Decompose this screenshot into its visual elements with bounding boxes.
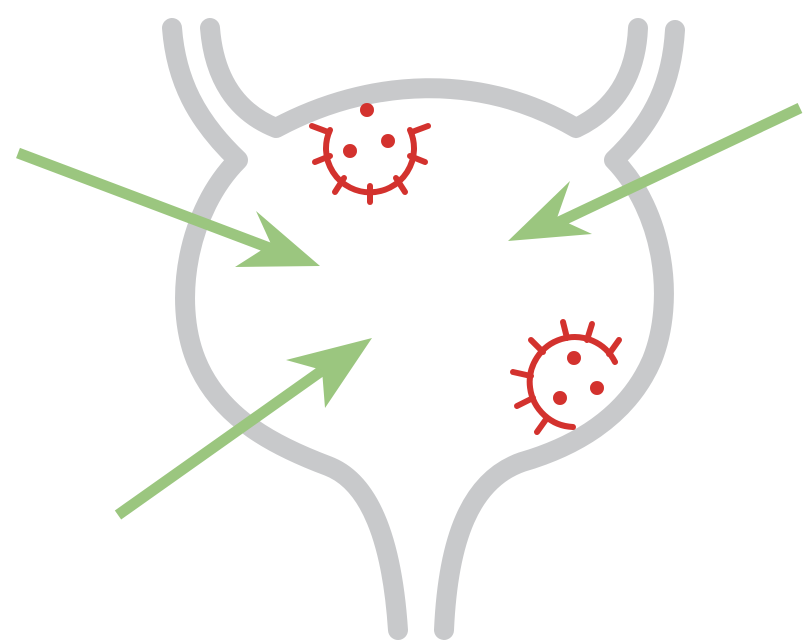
arrow-icon [118,338,372,515]
bacteria-icon [312,103,428,202]
arrow-icon [18,153,320,267]
bladder-dome [210,28,638,128]
bladder-outline-icon [172,28,675,630]
